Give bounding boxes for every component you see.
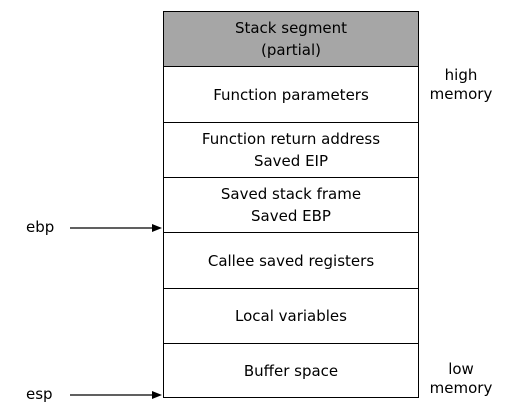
ebp-label: ebp xyxy=(26,218,55,236)
stack-segment-header: Stack segment (partial) xyxy=(164,12,418,67)
segment-function-parameters: Function parameters xyxy=(164,67,418,123)
segment-label: Function parameters xyxy=(213,85,369,104)
segment-sublabel: Saved EIP xyxy=(253,152,329,170)
high-memory-line-2: memory xyxy=(429,85,493,103)
segment-label: Function return address xyxy=(201,130,381,148)
segment-label: Callee saved registers xyxy=(207,251,375,270)
low-memory-label: low memory xyxy=(428,360,494,398)
header-line-2: (partial) xyxy=(261,41,321,59)
segment-sublabel: Saved EBP xyxy=(251,207,331,225)
esp-arrow xyxy=(70,391,162,399)
segment-label: Buffer space xyxy=(243,361,339,380)
ebp-arrow xyxy=(70,224,162,232)
segment-buffer-space: Buffer space xyxy=(164,344,418,397)
high-memory-line-1: high xyxy=(444,66,478,84)
segment-saved-frame: Saved stack frame Saved EBP xyxy=(164,178,418,233)
segment-label: Local variables xyxy=(235,307,347,325)
low-memory-line-1: low xyxy=(448,360,474,378)
segment-callee-saved-registers: Callee saved registers xyxy=(164,233,418,289)
segment-local-variables: Local variables xyxy=(164,289,418,344)
segment-label: Saved stack frame xyxy=(220,185,362,203)
segment-return-address: Function return address Saved EIP xyxy=(164,123,418,178)
high-memory-label: high memory xyxy=(428,66,494,104)
stack-segment-diagram: Stack segment (partial) Function paramet… xyxy=(163,11,419,398)
low-memory-line-2: memory xyxy=(429,379,493,397)
header-line-1: Stack segment xyxy=(234,19,348,37)
esp-label: esp xyxy=(26,385,53,403)
